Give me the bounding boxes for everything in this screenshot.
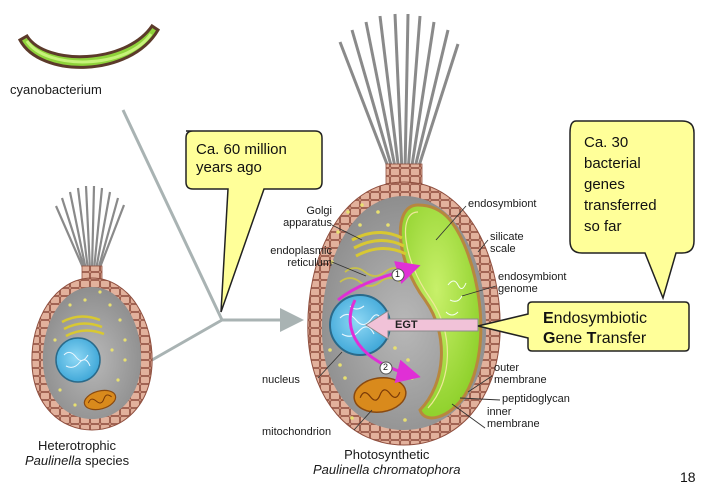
peptidoglycan-label: peptidoglycan <box>502 393 570 405</box>
genome-label-line1: endosymbiont <box>498 271 567 283</box>
cyanobacterium-cell <box>17 23 161 69</box>
outer-membrane-label: outer membrane <box>494 362 547 386</box>
photosynthetic-cell <box>307 13 501 446</box>
silicate-scale-label: silicate scale <box>490 231 524 255</box>
outer-label-line1: outer <box>494 362 520 374</box>
egt-arrow-label: EGT <box>395 319 418 331</box>
egt-arrow <box>365 310 479 340</box>
callout-egt-text: Endosymbiotic Gene Transfer <box>529 305 689 351</box>
inner-membrane-label: inner membrane <box>487 406 540 430</box>
genome-label-line2: genome <box>498 283 538 295</box>
heterotrophic-cell <box>31 185 153 431</box>
callout-genes-line3: genes <box>584 176 625 193</box>
er-label: endoplasmic reticulum <box>252 245 332 269</box>
silicate-label-line2: scale <box>490 243 516 255</box>
inner-label-line1: inner <box>487 406 512 418</box>
golgi-label: Golgi apparatus <box>270 205 332 229</box>
pathway-number-1: 1 <box>395 269 401 279</box>
callout-genes-bubble <box>569 120 695 301</box>
silicate-label-line1: silicate <box>490 231 524 243</box>
callout-genes-text: Ca. 30 bacterial genes transferred so fa… <box>584 132 657 237</box>
egt-initial-e: E <box>543 310 554 327</box>
callout-egt-bubble <box>477 301 690 352</box>
callout-genes-line4: transferred <box>584 197 657 214</box>
heterotrophic-caption-genus: Paulinella <box>25 453 82 468</box>
heterotrophic-caption-line1: Heterotrophic <box>38 438 117 453</box>
endosymbiont-label: endosymbiont <box>468 198 537 210</box>
photosynthetic-caption: Photosynthetic Paulinella chromatophora <box>313 447 460 477</box>
callout-genes-line1: Ca. 30 <box>584 134 629 151</box>
pathway-number-2: 2 <box>383 362 389 372</box>
nucleus-label: nucleus <box>262 374 300 386</box>
callout-time-text: Ca. 60 million years ago <box>196 141 287 177</box>
label-leaders <box>317 205 501 431</box>
outer-label-line2: membrane <box>494 374 547 386</box>
heterotrophic-caption-species: species <box>81 453 130 468</box>
callout-time-line2: years ago <box>196 159 262 176</box>
endosymbiont-genome-label: endosymbiont genome <box>498 271 567 295</box>
callout-time-line1: Ca. 60 million <box>196 141 287 158</box>
egt-word-transfer: ransfer <box>596 330 647 347</box>
inner-label-line2: membrane <box>487 418 540 430</box>
golgi-label-line1: Golgi <box>306 205 332 217</box>
pathway-arrow-1 <box>337 261 421 302</box>
photosynthetic-caption-line1: Photosynthetic <box>344 447 430 462</box>
page-number: 18 <box>680 469 696 485</box>
egt-word-gene: ene <box>555 330 587 347</box>
callout-genes-line5: so far <box>584 218 622 235</box>
pathway-arrow-2 <box>348 299 421 383</box>
cyanobacterium-label: cyanobacterium <box>10 82 102 97</box>
mitochondrion-label: mitochondrion <box>262 426 332 438</box>
egt-word-endosymbiotic: ndosymbiotic <box>553 310 648 327</box>
heterotrophic-caption: Heterotrophic Paulinella species <box>25 438 129 468</box>
golgi-label-line2: apparatus <box>283 217 332 229</box>
callout-time-bubble <box>185 130 323 313</box>
er-label-line1: endoplasmic <box>270 245 332 257</box>
er-label-line2: reticulum <box>287 257 332 269</box>
photosynthetic-caption-line2: Paulinella chromatophora <box>313 462 461 477</box>
egt-initial-g: G <box>543 330 556 347</box>
callout-genes-line2: bacterial <box>584 155 641 172</box>
egt-initial-t: T <box>586 330 597 347</box>
evolution-arrows <box>121 109 304 362</box>
